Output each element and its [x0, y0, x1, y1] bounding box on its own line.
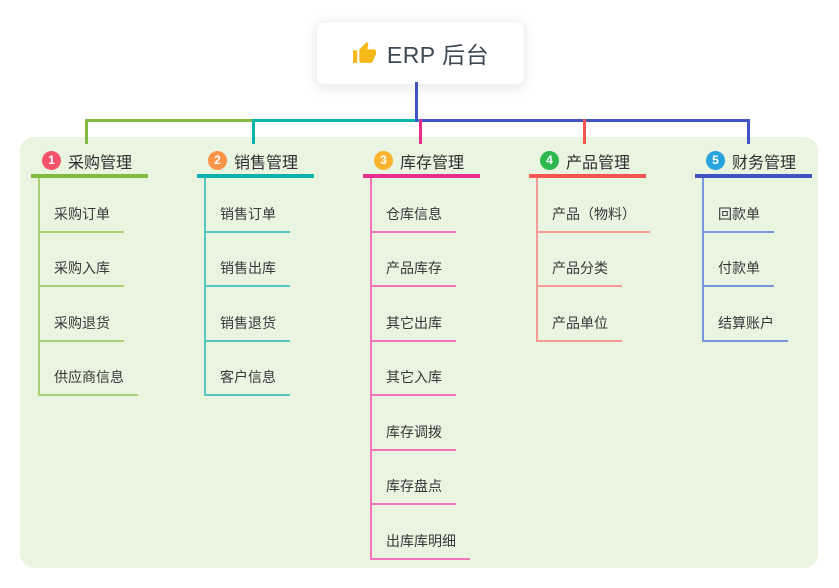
branch-2: 2 销售管理销售订单销售出库销售退货客户信息 — [197, 147, 314, 396]
child-node[interactable]: 结算账户 — [702, 313, 788, 342]
child-node[interactable]: 回款单 — [702, 204, 774, 233]
child-node[interactable]: 出库库明细 — [370, 531, 470, 560]
child-row: 供应商信息 — [31, 342, 148, 396]
root-node[interactable]: ERP 后台 — [316, 21, 525, 85]
root-node-label: ERP 后台 — [386, 42, 490, 68]
branch-node-3[interactable]: 3 库存管理 — [363, 147, 480, 178]
child-node[interactable]: 销售订单 — [204, 204, 290, 233]
child-row: 销售退货 — [197, 287, 314, 342]
connector-drop — [583, 119, 586, 144]
child-node[interactable]: 客户信息 — [204, 367, 290, 396]
child-row: 采购订单 — [31, 178, 148, 233]
child-row: 产品单位 — [529, 287, 646, 342]
branch-number-badge: 1 — [42, 151, 61, 170]
branch-title: 销售管理 — [234, 154, 299, 172]
child-node[interactable]: 付款单 — [702, 258, 774, 287]
branch-number-badge: 2 — [208, 151, 227, 170]
child-row: 产品分类 — [529, 233, 646, 287]
branch-title: 产品管理 — [566, 154, 631, 172]
connector-drop — [747, 119, 750, 144]
child-node[interactable]: 产品单位 — [536, 313, 622, 342]
child-row: 其它出库 — [363, 287, 480, 342]
branch-node-5[interactable]: 5 财务管理 — [695, 147, 812, 178]
branch-5: 5 财务管理回款单付款单结算账户 — [695, 147, 812, 342]
branch-4: 4 产品管理产品（物料） 产品分类产品单位 — [529, 147, 650, 342]
child-row: 回款单 — [695, 178, 812, 233]
branch-trunk-line — [204, 178, 206, 396]
child-node[interactable]: 采购入库 — [38, 258, 124, 287]
child-node[interactable]: 产品（物料） — [536, 204, 650, 233]
child-node[interactable]: 供应商信息 — [38, 367, 138, 396]
child-row: 客户信息 — [197, 342, 314, 396]
branch-trunk-line — [536, 178, 538, 342]
branch-number-badge: 5 — [706, 151, 725, 170]
branches-background-panel — [20, 137, 818, 568]
child-row: 销售出库 — [197, 233, 314, 287]
child-node[interactable]: 库存盘点 — [370, 476, 456, 505]
connector-segment — [252, 119, 419, 122]
branch-1: 1 采购管理采购订单采购入库采购退货供应商信息 — [31, 147, 148, 396]
branch-title: 采购管理 — [68, 154, 133, 172]
branch-trunk-line — [370, 178, 372, 560]
child-row: 销售订单 — [197, 178, 314, 233]
child-node[interactable]: 销售退货 — [204, 313, 290, 342]
branch-number-badge: 4 — [540, 151, 559, 170]
branch-trunk-line — [38, 178, 40, 396]
child-node[interactable]: 采购订单 — [38, 204, 124, 233]
child-row: 采购入库 — [31, 233, 148, 287]
branch-node-2[interactable]: 2 销售管理 — [197, 147, 314, 178]
child-row: 仓库信息 — [363, 178, 480, 233]
branch-trunk-line — [702, 178, 704, 342]
child-node[interactable]: 产品分类 — [536, 258, 622, 287]
child-row: 出库库明细 — [363, 505, 480, 560]
branch-title: 财务管理 — [732, 154, 797, 172]
branch-title: 库存管理 — [400, 154, 465, 172]
branch-number-badge: 3 — [374, 151, 393, 170]
child-row: 库存盘点 — [363, 451, 480, 505]
branch-node-1[interactable]: 1 采购管理 — [31, 147, 148, 178]
branch-node-4[interactable]: 4 产品管理 — [529, 147, 646, 178]
child-node[interactable]: 采购退货 — [38, 313, 124, 342]
child-row: 产品（物料） — [529, 178, 650, 233]
child-node[interactable]: 产品库存 — [370, 258, 456, 287]
connector-drop — [252, 119, 255, 144]
branch-3: 3 库存管理仓库信息产品库存其它出库其它入库库存调拨库存盘点出库库明细 — [363, 147, 480, 560]
root-stem-line — [415, 82, 418, 122]
child-row: 付款单 — [695, 233, 812, 287]
connector-segment — [85, 119, 252, 122]
thumbs-up-icon — [352, 41, 377, 66]
child-row: 采购退货 — [31, 287, 148, 342]
child-row: 产品库存 — [363, 233, 480, 287]
connector-drop — [85, 119, 88, 144]
child-node[interactable]: 其它入库 — [370, 367, 456, 396]
child-row: 结算账户 — [695, 287, 812, 342]
child-row: 库存调拨 — [363, 396, 480, 451]
child-node[interactable]: 销售出库 — [204, 258, 290, 287]
child-node[interactable]: 其它出库 — [370, 313, 456, 342]
thumbs-up-path — [352, 41, 376, 63]
connector-drop — [419, 119, 422, 144]
child-row: 其它入库 — [363, 342, 480, 396]
child-node[interactable]: 库存调拨 — [370, 422, 456, 451]
child-node[interactable]: 仓库信息 — [370, 204, 456, 233]
